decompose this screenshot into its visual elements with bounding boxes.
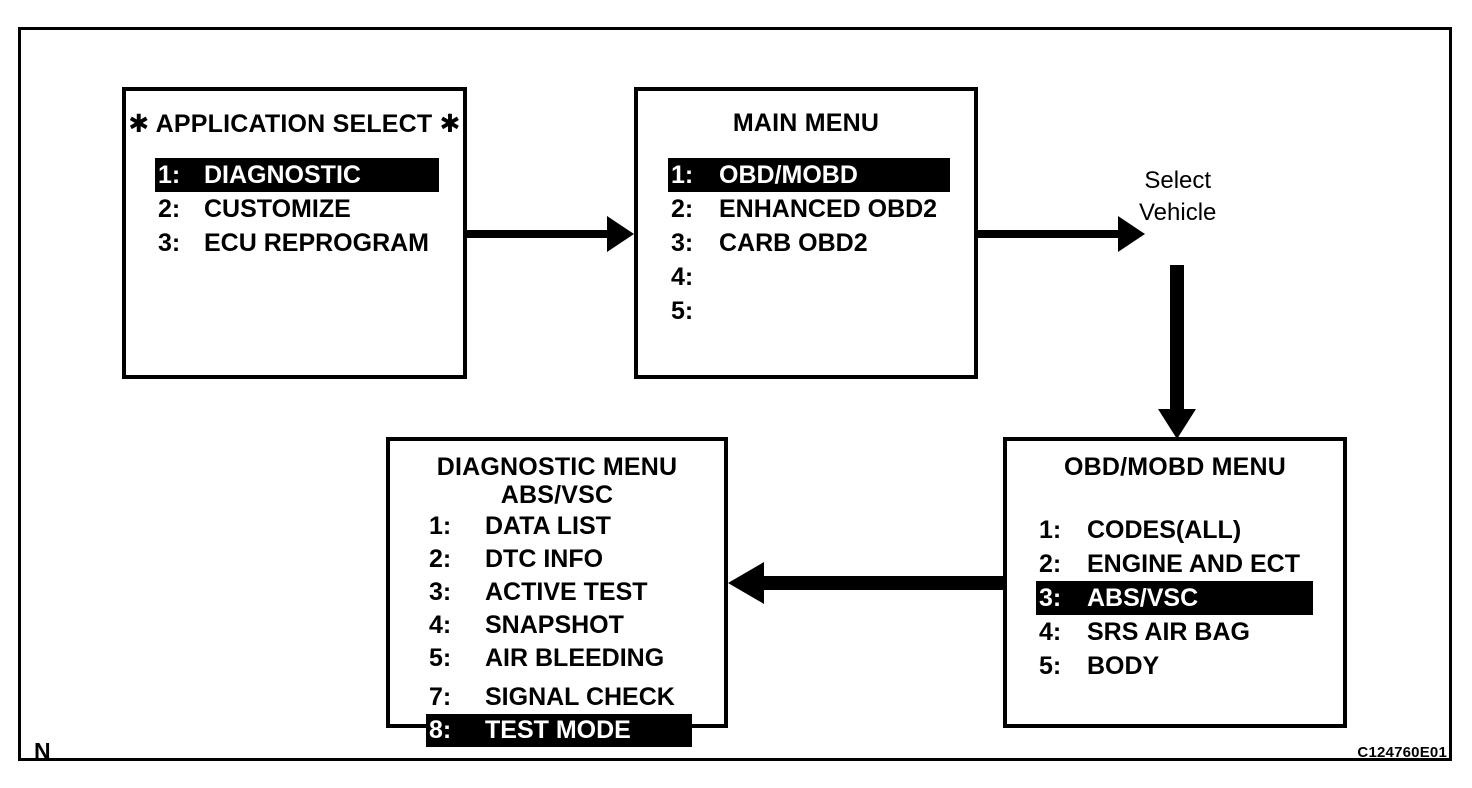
menu-item-label: BODY: [1087, 652, 1160, 680]
menu-item-number: 8:: [429, 716, 452, 744]
menu-item-number: 2:: [429, 545, 452, 573]
menu-item-dtc-info[interactable]: 2: DTC INFO: [426, 543, 692, 576]
screen-title-main-menu: MAIN MENU: [732, 109, 880, 137]
menu-item-label: CARB OBD2: [719, 229, 868, 257]
arrow-obd-to-diagnostic: [728, 562, 1004, 604]
menu-item-main-5[interactable]: 5:: [668, 294, 950, 328]
menu-item-diagnostic[interactable]: 1: DIAGNOSTIC: [155, 158, 439, 192]
menu-item-enhanced-obd2[interactable]: 2: ENHANCED OBD2: [668, 192, 950, 226]
menu-item-engine-and-ect[interactable]: 2: ENGINE AND ECT: [1036, 547, 1313, 581]
menu-item-number: 3:: [429, 578, 452, 606]
menu-item-label: SNAPSHOT: [485, 611, 624, 639]
screen-title-diagnostic-menu: DIAGNOSTIC MENU: [436, 453, 678, 481]
menu-item-number: 7:: [429, 683, 452, 711]
menu-item-ecu-reprogram[interactable]: 3: ECU REPROGRAM: [155, 226, 439, 260]
menu-item-label: ABS/VSC: [1087, 584, 1199, 612]
menu-item-label: CUSTOMIZE: [204, 195, 351, 223]
menu-item-abs-vsc[interactable]: 3: ABS/VSC: [1036, 581, 1313, 615]
screen-title-obd-mobd-menu: OBD/MOBD MENU: [1063, 453, 1287, 481]
menu-item-number: 3:: [671, 229, 694, 257]
menu-item-number: 5:: [671, 297, 694, 325]
menu-item-number: 2:: [671, 195, 694, 223]
menu-item-label: DIAGNOSTIC: [204, 161, 361, 189]
arrow-select-vehicle-to-obd: [1156, 265, 1198, 439]
menu-item-number: 2:: [1039, 550, 1062, 578]
screen-subtitle-diagnostic-menu: ABS/VSC: [500, 481, 614, 509]
menu-item-number: 3:: [1039, 584, 1062, 612]
menu-item-label: SIGNAL CHECK: [485, 683, 675, 711]
menu-item-srs-air-bag[interactable]: 4: SRS AIR BAG: [1036, 615, 1313, 649]
menu-item-active-test[interactable]: 3: ACTIVE TEST: [426, 576, 692, 609]
menu-item-body[interactable]: 5: BODY: [1036, 649, 1313, 683]
menu-item-number: 3:: [158, 229, 181, 257]
arrow-main-to-select-vehicle: [978, 213, 1145, 255]
menu-item-carb-obd2[interactable]: 3: CARB OBD2: [668, 226, 950, 260]
menu-item-customize[interactable]: 2: CUSTOMIZE: [155, 192, 439, 226]
menu-list-obd-mobd-menu: 1: CODES(ALL) 2: ENGINE AND ECT 3: ABS/V…: [1007, 513, 1343, 683]
menu-item-label: DATA LIST: [485, 512, 611, 540]
menu-item-main-4[interactable]: 4:: [668, 260, 950, 294]
menu-list-main-menu: 1: OBD/MOBD 2: ENHANCED OBD2 3: CARB OBD…: [638, 158, 974, 328]
menu-item-number: 1:: [429, 512, 452, 540]
menu-item-label: ACTIVE TEST: [485, 578, 648, 606]
menu-item-number: 4:: [429, 611, 452, 639]
menu-item-label: DTC INFO: [485, 545, 604, 573]
menu-item-data-list[interactable]: 1: DATA LIST: [426, 510, 692, 543]
menu-item-number: 1:: [1039, 516, 1062, 544]
menu-item-label: CODES(ALL): [1087, 516, 1242, 544]
screen-main-menu: MAIN MENU 1: OBD/MOBD 2: ENHANCED OBD2 3…: [634, 87, 978, 379]
menu-item-label: SRS AIR BAG: [1087, 618, 1250, 646]
menu-item-obd-mobd[interactable]: 1: OBD/MOBD: [668, 158, 950, 192]
menu-item-signal-check[interactable]: 7: SIGNAL CHECK: [426, 681, 692, 714]
menu-item-label: TEST MODE: [485, 716, 631, 744]
menu-item-number: 4:: [671, 263, 694, 291]
label-select-vehicle: Select Vehicle: [1139, 167, 1217, 226]
menu-item-label: ENGINE AND ECT: [1087, 550, 1300, 578]
menu-item-number: 1:: [671, 161, 694, 189]
menu-item-number: 1:: [158, 161, 181, 189]
screen-obd-mobd-menu: OBD/MOBD MENU 1: CODES(ALL) 2: ENGINE AN…: [1003, 437, 1347, 728]
arrow-application-to-main: [467, 213, 634, 255]
menu-item-label: AIR BLEEDING: [485, 644, 665, 672]
menu-list-diagnostic-menu: 1: DATA LIST 2: DTC INFO 3: ACTIVE TEST …: [390, 510, 724, 747]
menu-item-label: ENHANCED OBD2: [719, 195, 938, 223]
screen-application-select: ✱ APPLICATION SELECT ✱ 1: DIAGNOSTIC 2: …: [122, 87, 467, 379]
menu-item-number: 4:: [1039, 618, 1062, 646]
menu-item-test-mode[interactable]: 8: TEST MODE: [426, 714, 692, 747]
menu-item-number: 5:: [1039, 652, 1062, 680]
menu-item-label: OBD/MOBD: [719, 161, 858, 189]
menu-item-number: 5:: [429, 644, 452, 672]
figure-id-code: C124760E01: [1357, 744, 1447, 761]
screen-title-application-select: ✱ APPLICATION SELECT ✱: [128, 110, 461, 138]
menu-item-air-bleeding[interactable]: 5: AIR BLEEDING: [426, 642, 692, 675]
north-marker: N: [34, 738, 51, 764]
figure-border: [18, 27, 1452, 761]
screen-diagnostic-menu: DIAGNOSTIC MENU ABS/VSC 1: DATA LIST 2: …: [386, 437, 728, 747]
menu-item-codes-all[interactable]: 1: CODES(ALL): [1036, 513, 1313, 547]
menu-list-application-select: 1: DIAGNOSTIC 2: CUSTOMIZE 3: ECU REPROG…: [126, 158, 463, 260]
menu-item-snapshot[interactable]: 4: SNAPSHOT: [426, 609, 692, 642]
menu-item-number: 2:: [158, 195, 181, 223]
menu-item-label: ECU REPROGRAM: [204, 229, 430, 257]
